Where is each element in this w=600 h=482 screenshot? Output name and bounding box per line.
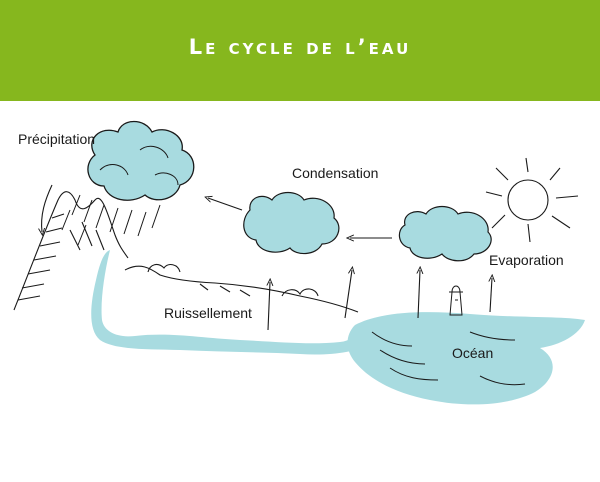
label-ocean: Océan	[452, 345, 494, 361]
evaporation-arrows	[268, 270, 492, 331]
cloud-icon	[87, 120, 195, 201]
rain-lines	[61, 194, 161, 246]
label-precipitation: Précipitation	[18, 131, 96, 147]
lighthouse-icon	[449, 285, 463, 316]
diagram-drawing	[13, 120, 585, 405]
land-outline	[124, 263, 359, 313]
label-evaporation: Evaporation	[489, 252, 564, 268]
title-banner: Le cycle de l’eau	[0, 0, 600, 101]
sun-icon	[485, 157, 579, 243]
label-ruissellement: Ruissellement	[164, 305, 252, 321]
water-cycle-diagram: Précipitation Condensation Evaporation R…	[0, 101, 600, 477]
cloud-icon	[398, 205, 492, 262]
river-water	[91, 250, 370, 355]
cloud-icon	[243, 191, 340, 255]
condensation-arrows	[208, 198, 392, 238]
precipitation-arrow	[42, 184, 53, 232]
page-title: Le cycle de l’eau	[188, 34, 412, 59]
ocean-waves	[371, 331, 526, 386]
mountain-icon	[13, 191, 129, 311]
ocean-water	[347, 312, 585, 405]
label-condensation: Condensation	[292, 165, 379, 181]
